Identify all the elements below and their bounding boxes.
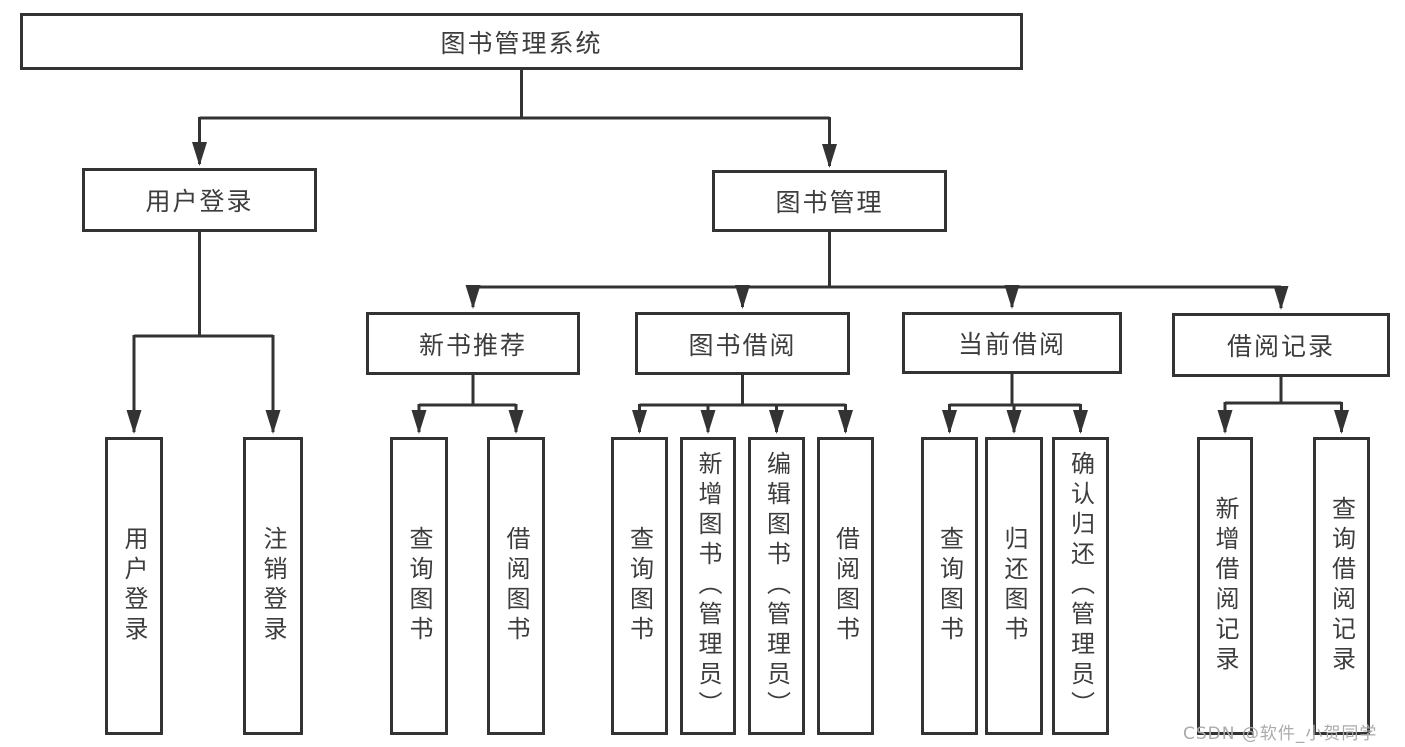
- leaf-bb-edit-books: 编辑图书（管理员）: [748, 437, 805, 735]
- node-book-borrowing: 图书借阅: [635, 312, 850, 375]
- leaf-user-login-label: 用户登录: [120, 526, 148, 646]
- leaf-cb-return-books: 归还图书: [985, 437, 1043, 735]
- node-user-login: 用户登录: [82, 168, 317, 232]
- leaf-bb-query-books: 查询图书: [611, 437, 668, 735]
- node-new-book-recommend-label: 新书推荐: [418, 330, 527, 360]
- leaf-nb-borrow-books-label: 借阅图书: [502, 526, 530, 646]
- node-borrowing-records: 借阅记录: [1172, 313, 1390, 377]
- node-user-login-label: 用户登录: [145, 187, 254, 216]
- leaf-bb-query-books-label: 查询图书: [625, 526, 654, 646]
- leaf-bb-edit-books-label: 编辑图书（管理员）: [762, 451, 791, 721]
- leaf-bb-add-books: 新增图书（管理员）: [680, 437, 736, 735]
- leaf-br-query-record: 查询借阅记录: [1313, 437, 1370, 735]
- leaf-bb-borrow-books-label: 借阅图书: [831, 526, 860, 646]
- leaf-logout-login-label: 注销登录: [259, 526, 287, 646]
- node-borrowing-records-label: 借阅记录: [1226, 332, 1335, 361]
- leaf-logout-login: 注销登录: [243, 437, 303, 735]
- leaf-br-query-record-label: 查询借阅记录: [1327, 496, 1356, 676]
- node-current-borrowing: 当前借阅: [902, 312, 1122, 374]
- leaf-bb-borrow-books: 借阅图书: [817, 437, 874, 735]
- leaf-br-add-record-label: 新增借阅记录: [1211, 496, 1239, 676]
- node-book-borrowing-label: 图书借阅: [688, 330, 797, 360]
- leaf-cb-query-books: 查询图书: [921, 437, 978, 735]
- leaf-cb-confirm-return-label: 确认归还（管理员）: [1066, 451, 1095, 721]
- leaf-nb-borrow-books: 借阅图书: [487, 437, 545, 735]
- node-current-borrowing-label: 当前借阅: [957, 330, 1066, 359]
- leaf-cb-confirm-return: 确认归还（管理员）: [1052, 437, 1109, 735]
- leaf-user-login: 用户登录: [105, 437, 163, 735]
- leaf-nb-query-books: 查询图书: [390, 437, 448, 735]
- node-root: 图书管理系统: [20, 13, 1023, 70]
- leaf-cb-return-books-label: 归还图书: [1000, 526, 1028, 646]
- leaf-nb-query-books-label: 查询图书: [405, 526, 433, 646]
- node-new-book-recommend: 新书推荐: [366, 312, 580, 375]
- node-root-label: 图书管理系统: [440, 28, 603, 58]
- leaf-cb-query-books-label: 查询图书: [935, 526, 964, 646]
- node-book-management-label: 图书管理: [775, 188, 884, 217]
- csdn-watermark: CSDN @软件_小贺同学: [1183, 724, 1378, 744]
- leaf-bb-add-books-label: 新增图书（管理员）: [694, 451, 722, 721]
- node-book-management: 图书管理: [712, 170, 947, 232]
- leaf-br-add-record: 新增借阅记录: [1197, 437, 1253, 735]
